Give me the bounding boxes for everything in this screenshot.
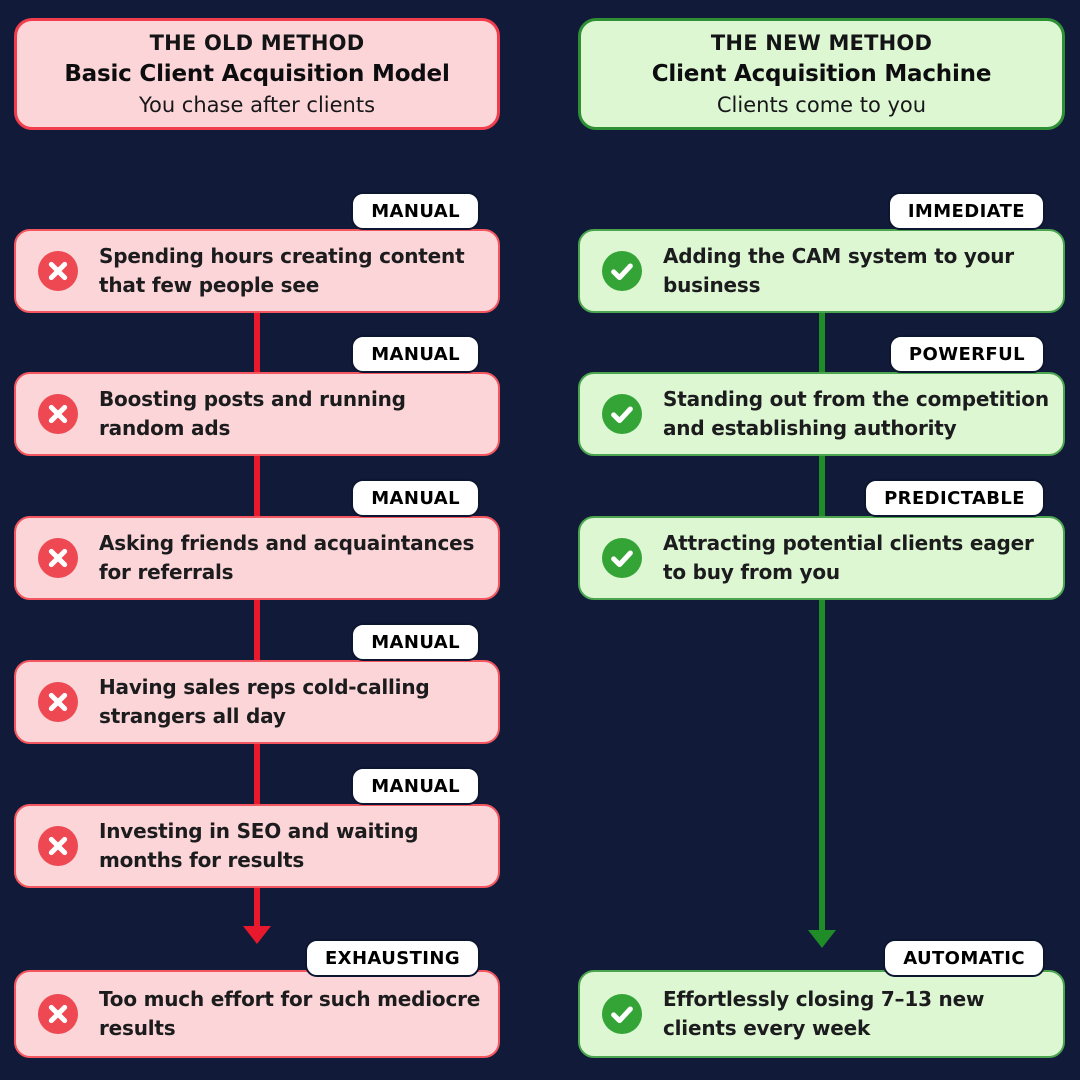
new-method-tagline: Clients come to you <box>716 93 927 117</box>
old-item-text: Investing in SEO and waiting months for … <box>99 819 419 872</box>
status-badge: MANUAL <box>351 192 480 230</box>
cross-icon <box>38 251 78 291</box>
old-item-text: Spending hours creating content that few… <box>99 244 465 297</box>
check-icon <box>602 994 642 1034</box>
new-method-column: THE NEW METHOD Client Acquisition Machin… <box>578 0 1065 1080</box>
old-method-header: THE OLD METHOD Basic Client Acquisition … <box>14 18 500 130</box>
new-item-text: Standing out from the competition and es… <box>663 387 1049 440</box>
status-badge: MANUAL <box>351 767 480 805</box>
cross-icon <box>38 682 78 722</box>
new-item-text: Adding the CAM system to your business <box>663 244 1014 297</box>
green-arrow-line <box>819 310 825 930</box>
old-method-tagline: You chase after clients <box>138 93 376 117</box>
status-badge: AUTOMATIC <box>883 939 1045 977</box>
old-item-card: Asking friends and acquaintances for ref… <box>14 516 500 600</box>
new-item-card: Standing out from the competition and es… <box>578 372 1065 456</box>
status-badge: MANUAL <box>351 623 480 661</box>
old-final-card: Too much effort for such mediocre result… <box>14 970 500 1058</box>
new-method-title: THE NEW METHOD <box>710 31 933 55</box>
old-final-text: Too much effort for such mediocre result… <box>99 987 481 1040</box>
new-item-card: Attracting potential clients eager to bu… <box>578 516 1065 600</box>
cross-icon <box>38 826 78 866</box>
old-method-column: THE OLD METHOD Basic Client Acquisition … <box>14 0 500 1080</box>
status-badge: IMMEDIATE <box>887 192 1045 230</box>
old-item-card: Investing in SEO and waiting months for … <box>14 804 500 888</box>
old-method-subtitle: Basic Client Acquisition Model <box>64 61 450 87</box>
old-item-text: Boosting posts and running random ads <box>99 387 406 440</box>
status-badge: EXHAUSTING <box>304 939 480 977</box>
new-final-text: Effortlessly closing 7–13 new clients ev… <box>663 987 985 1040</box>
old-item-text: Having sales reps cold-calling strangers… <box>99 675 430 728</box>
red-arrow-head-icon <box>243 926 271 944</box>
new-final-card: Effortlessly closing 7–13 new clients ev… <box>578 970 1065 1058</box>
old-item-card: Spending hours creating content that few… <box>14 229 500 313</box>
cross-icon <box>38 994 78 1034</box>
old-item-card: Having sales reps cold-calling strangers… <box>14 660 500 744</box>
check-icon <box>602 538 642 578</box>
status-badge: MANUAL <box>351 479 480 517</box>
status-badge: POWERFUL <box>888 335 1045 373</box>
new-item-card: Adding the CAM system to your business <box>578 229 1065 313</box>
old-item-text: Asking friends and acquaintances for ref… <box>99 531 475 584</box>
status-badge: PREDICTABLE <box>864 479 1045 517</box>
old-item-card: Boosting posts and running random ads <box>14 372 500 456</box>
cross-icon <box>38 394 78 434</box>
check-icon <box>602 251 642 291</box>
green-arrow-head-icon <box>808 930 836 948</box>
red-arrow-line <box>254 310 260 926</box>
check-icon <box>602 394 642 434</box>
new-method-header: THE NEW METHOD Client Acquisition Machin… <box>578 18 1065 130</box>
cross-icon <box>38 538 78 578</box>
status-badge: MANUAL <box>351 335 480 373</box>
new-item-text: Attracting potential clients eager to bu… <box>663 531 1034 584</box>
old-method-title: THE OLD METHOD <box>149 31 365 55</box>
new-method-subtitle: Client Acquisition Machine <box>651 61 992 87</box>
